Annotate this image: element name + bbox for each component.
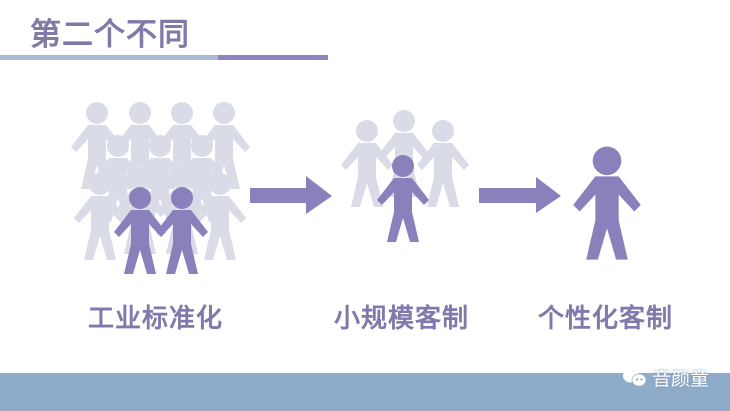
- wechat-icon: [623, 369, 647, 386]
- title-underline-light: [0, 55, 218, 60]
- watermark-text: 音颜童: [652, 368, 710, 390]
- slide-title: 第二个不同: [30, 17, 190, 53]
- stage-label-personalized: 个性化客制: [538, 304, 674, 334]
- stage-label-mass-standard: 工业标准化: [88, 304, 224, 334]
- arrow-right-icon: [250, 176, 332, 214]
- individual-figure-icon: [573, 146, 641, 260]
- title-underline-accent: [218, 55, 328, 60]
- stage-label-small-custom: 小规模客制: [334, 304, 470, 334]
- footer-bar: [0, 373, 730, 411]
- arrow-right-icon: [479, 177, 561, 213]
- watermark: 音颜童: [622, 364, 709, 391]
